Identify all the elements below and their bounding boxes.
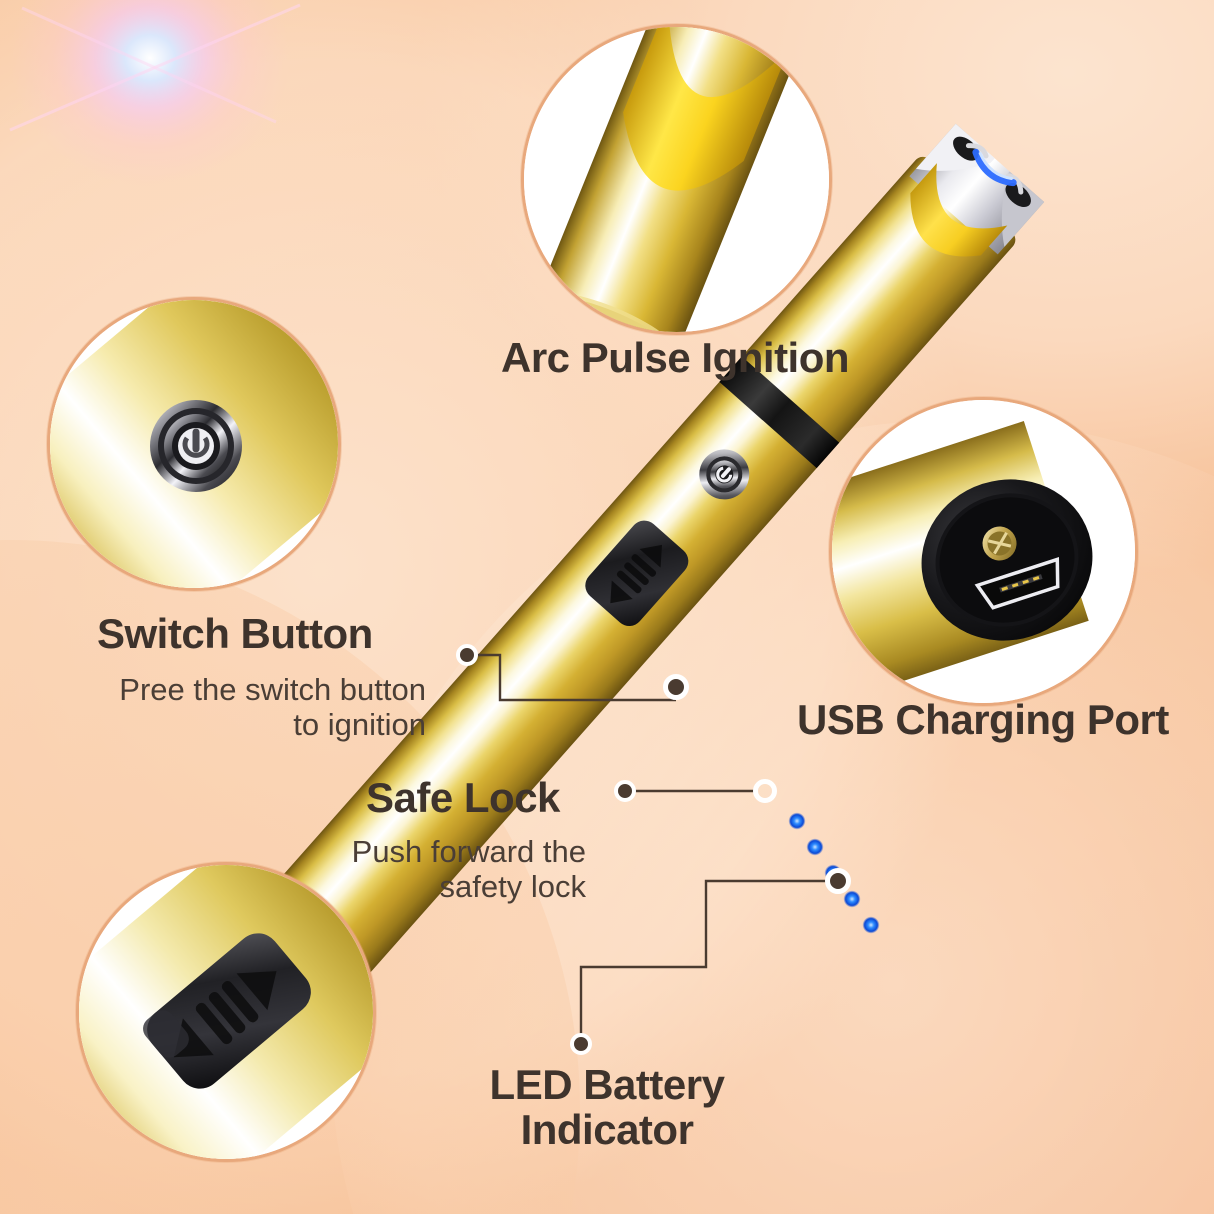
callout-title-led-battery-indicator: LED Battery Indicator [457, 1061, 757, 1153]
anchor-safe-lock [753, 779, 777, 803]
callout-subtitle-safe-lock: Push forward the safety lock [246, 834, 586, 904]
callout-title-arc-pulse-ignition: Arc Pulse Ignition [501, 334, 850, 381]
photo-safe-lock-closeup [76, 862, 376, 1162]
connector-switch-button [467, 653, 676, 702]
callout-title-safe-lock: Safe Lock [366, 774, 560, 821]
led-title-line2: Indicator [520, 1105, 694, 1153]
switch-button-subtitle-line1: Pree the switch button [119, 672, 426, 707]
callout-title-switch-button: Switch Button [97, 610, 373, 657]
callout-title-usb-charging-port: USB Charging Port [797, 696, 1169, 743]
anchor-led-indicator [825, 868, 851, 894]
led-title-line1: LED Battery [489, 1061, 725, 1108]
photo-arc-ignition-closeup [521, 24, 832, 335]
label-dot-led-indicator [570, 1033, 592, 1055]
photo-usb-port-closeup [829, 397, 1138, 706]
safe-lock-subtitle-line2: safety lock [439, 869, 586, 905]
connector-led-battery [579, 879, 838, 1044]
label-dot-safe-lock [614, 780, 636, 802]
anchor-switch-button [663, 674, 689, 700]
label-dot-switch-button [456, 644, 478, 666]
switch-button-subtitle-line2: to ignition [293, 707, 426, 743]
photo-switch-button-closeup [47, 297, 341, 591]
safe-lock-subtitle-line1: Push forward the [351, 834, 586, 869]
callout-subtitle-switch-button: Pree the switch button to ignition [44, 672, 426, 742]
